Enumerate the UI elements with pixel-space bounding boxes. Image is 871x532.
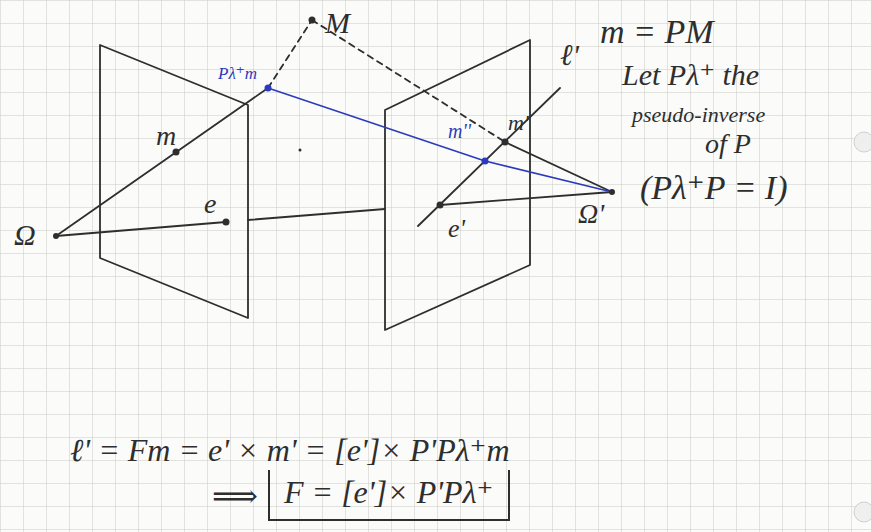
baseline [56, 222, 226, 236]
note-text: Let Pλ⁺ the [622, 58, 759, 93]
dashed-ray [268, 20, 312, 88]
punch-hole [854, 502, 871, 522]
note-text: (Pλ⁺P = I) [640, 168, 788, 207]
point [437, 202, 444, 209]
ray-to-m-second [485, 161, 612, 192]
boxed-result: F = [e']× P'Pλ⁺ [268, 470, 510, 521]
line-label: ℓ' [560, 38, 579, 73]
point [309, 17, 316, 24]
point-label: M [325, 6, 350, 41]
right-image-plane [385, 40, 530, 330]
point-label: e' [448, 214, 465, 244]
point [223, 219, 230, 226]
point [53, 233, 59, 239]
point-label: m' [508, 110, 529, 135]
implies-arrow: ⟹ [212, 478, 258, 515]
point-label: e [204, 188, 216, 220]
punch-hole [854, 132, 871, 152]
center-label: Ω [14, 218, 36, 253]
point [265, 85, 272, 92]
center-label: Ω' [578, 198, 604, 230]
note-text: pseudo-inverse [632, 102, 765, 127]
note-text: m = PM [600, 12, 714, 51]
point-label: m'' [448, 120, 471, 143]
point [502, 139, 509, 146]
equation: F = [e']× P'Pλ⁺ [284, 474, 494, 511]
back-projection-ray [268, 88, 485, 161]
epipolar-line [418, 88, 560, 226]
ray-to-m-prime [505, 142, 612, 192]
ray-through-m [56, 88, 268, 236]
equation: ℓ' = Fm = e' × m' = [e']× P'Pλ⁺m [70, 432, 510, 469]
point-label: Pλ⁺m [218, 64, 257, 84]
point [482, 158, 489, 165]
note-text: of P [705, 128, 751, 160]
dot [299, 149, 302, 152]
baseline [248, 209, 385, 220]
point-label: m [156, 120, 176, 152]
left-image-plane [100, 45, 248, 318]
point [609, 189, 615, 195]
